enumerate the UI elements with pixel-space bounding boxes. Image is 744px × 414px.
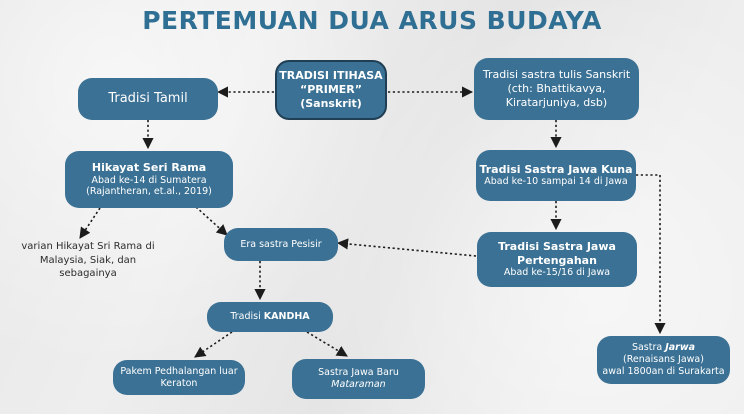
text-varian: varian Hikayat Sri Rama di Malaysia, Sia… [18,240,158,281]
node-jawa-baru: Sastra Jawa Baru Mataraman [292,359,425,399]
node-sanskrit-written: Tradisi sastra tulis Sanskrit (cth: Bhat… [474,58,639,120]
pertengahan-title1: Tradisi Sastra Jawa [498,239,616,253]
jarwa-line3: awal 1800an di Surakarta [602,365,725,377]
pakem-line2: Keraton [160,377,198,389]
kandha-bold: KANDHA [263,311,310,323]
varian-line2: Malaysia, Siak, dan [39,254,137,266]
arrow-kandha-to-pakem [194,331,233,358]
itihasa-line3: (Sanskrit) [300,96,362,110]
node-tradisi-tamil: Tradisi Tamil [78,78,218,120]
jawa-baru-italic: Mataraman [331,379,386,390]
sanskrit-line3: Kiratarjuniya, dsb) [505,95,608,109]
node-hikayat-seri-rama: Hikayat Seri Rama Abad ke-14 di Sumatera… [65,151,233,208]
jarwa-prefix: Sastra [631,342,666,354]
hikayat-title: Hikayat Seri Rama [91,160,207,174]
sanskrit-line2: (cth: Bhattikavya, [507,82,606,96]
kandha-label: Tradisi KANDHA [230,311,309,323]
jawa-kuna-title: Tradisi Sastra Jawa Kuna [479,162,633,176]
arrow-pertengahan-to-pesisir [336,238,477,257]
node-itihasa: TRADISI ITIHASA “PRIMER” (Sanskrit) [275,60,387,120]
tamil-label: Tradisi Tamil [108,90,188,106]
sanskrit-line1: Tradisi sastra tulis Sanskrit [482,68,631,82]
node-jawa-kuna: Tradisi Sastra Jawa Kuna Abad ke-10 samp… [476,150,636,201]
jawa-kuna-line2: Abad ke-10 sampai 14 di Jawa [484,176,628,188]
node-sastra-jarwa: Sastra Jarwa (Renaisans Jawa) awal 1800a… [597,336,730,384]
node-tradisi-kandha: Tradisi KANDHA [207,302,333,332]
arrow-jawa-kuna-to-jarwa [636,174,666,335]
jawa-baru-line1: Sastra Jawa Baru [318,367,399,379]
jarwa-line2: (Renaisans Jawa) [623,354,704,366]
arrow-hikayat-to-pesisir [195,206,228,236]
itihasa-line1: TRADISI ITIHASA [279,69,383,83]
jarwa-italic: Jarwa [665,342,696,354]
pakem-line1: Pakem Pedhalangan luar [120,365,238,377]
node-era-pesisir: Era sastra Pesisir [224,228,338,261]
pertengahan-line3: Abad ke-15/16 di Jawa [503,267,611,279]
kandha-prefix: Tradisi [230,311,264,323]
diagram-title: PERTEMUAN DUA ARUS BUDAYA [142,6,602,35]
arrow-kandha-to-jawa-baru [306,331,348,357]
hikayat-line2: Abad ke-14 di Sumatera [91,174,207,186]
pertengahan-title2: Pertengahan [517,253,597,267]
varian-line3: sebagainya [59,268,117,279]
arrow-hikayat-to-varian [79,207,101,239]
hikayat-line3: (Rajantheran, et.al., 2019) [86,186,212,198]
node-pakem-pedhalangan: Pakem Pedhalangan luar Keraton [113,360,245,395]
jarwa-line1: Sastra Jarwa [632,342,695,354]
node-jawa-pertengahan: Tradisi Sastra Jawa Pertengahan Abad ke-… [477,232,637,287]
itihasa-line2: “PRIMER” [299,83,362,97]
pesisir-label: Era sastra Pesisir [240,238,322,250]
varian-line1: varian Hikayat Sri Rama di [21,241,155,252]
